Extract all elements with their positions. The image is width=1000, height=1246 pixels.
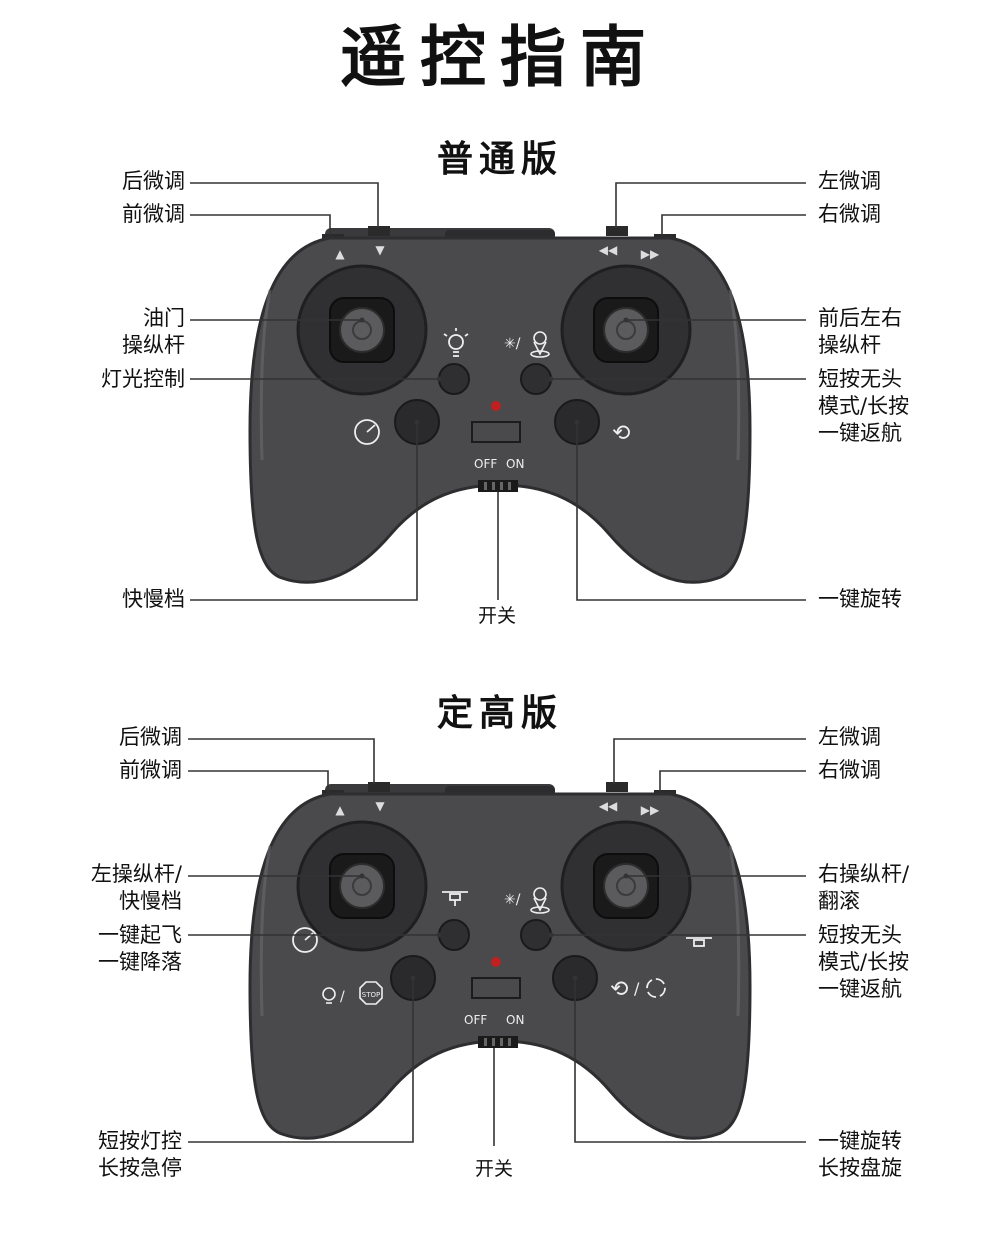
right-stick (603, 863, 649, 909)
speedometer-icon (292, 927, 318, 953)
switch-on-label: ON (506, 1013, 524, 1027)
bulb-icon (443, 328, 469, 357)
section-altitude-hold: 定高版 ▲ ▼ ◀◀ ▶▶ OFF ON (0, 686, 1000, 1246)
drone-icon (442, 891, 468, 906)
power-led (491, 957, 501, 967)
up-arrow-icon: ▲ (335, 247, 345, 261)
leader-lines (190, 182, 806, 601)
left-arrow-icon: ◀◀ (599, 799, 618, 813)
headless-button (520, 363, 552, 395)
right-trim-label: 右微调 (818, 758, 881, 782)
down-arrow-icon: ▼ (375, 799, 385, 813)
svg-text:✳/: ✳/ (504, 892, 521, 908)
right-stick (603, 307, 649, 353)
light-control-label: 灯光控制 (101, 367, 185, 391)
throttle-stick-label: 油门操纵杆 (122, 306, 185, 357)
svg-text:⟲: ⟲ (610, 977, 628, 1002)
left-trim-label: 左微调 (818, 725, 881, 749)
left-trim-button (606, 226, 628, 236)
switch-off-label: OFF (474, 457, 497, 471)
bulb-stop-icon: / STOP (322, 981, 383, 1005)
left-stick (339, 863, 385, 909)
takeoff-land-button (438, 919, 470, 951)
display-window (471, 977, 521, 999)
switch-on-label: ON (506, 457, 524, 471)
light-button (438, 363, 470, 395)
drone-side-icon (686, 937, 712, 947)
front-trim-label: 前微调 (119, 758, 182, 782)
left-trim-button (606, 782, 628, 792)
left-trim-label: 左微调 (818, 169, 881, 193)
rear-trim-button (368, 226, 390, 236)
power-switch-label: 开关 (478, 605, 517, 627)
headless-label: 短按无头模式/长按一键返航 (818, 923, 910, 1001)
direction-stick-label: 前后左右操纵杆 (818, 306, 902, 357)
down-arrow-icon: ▼ (375, 243, 385, 257)
svg-text:/: / (340, 989, 345, 1005)
rotate-hover-label: 一键旋转长按盘旋 (818, 1129, 902, 1180)
rotate-icon: ⟲ (612, 421, 630, 446)
light-stop-label: 短按灯控 长按急停 (98, 1129, 182, 1180)
right-stick-label: 右操纵杆/翻滚 (818, 862, 910, 913)
rear-trim-label: 后微调 (119, 725, 182, 749)
takeoff-land-label: 一键起飞 一键降落 (98, 923, 182, 974)
svg-text:STOP: STOP (362, 991, 380, 999)
section-title: 普通版 (436, 139, 563, 180)
rear-trim-label: 后微调 (122, 169, 185, 193)
compass-location-icon: ✳/ (504, 331, 550, 358)
right-trim-label: 右微调 (818, 202, 881, 226)
section-standard: 普通版 ▲ ▼ ◀◀ ▶▶ OF (0, 130, 1000, 690)
rotate-circle-icon: ⟲ / (610, 977, 666, 1002)
display-window (471, 421, 521, 443)
power-led (491, 401, 501, 411)
page-title: 遥控指南 (340, 19, 660, 96)
headless-button (520, 919, 552, 951)
controller-diagram: ▲ ▼ ◀◀ ▶▶ OFF ON ✳/ (188, 738, 806, 1146)
headless-label: 短按无头模式/长按一键返航 (818, 367, 910, 445)
rotate-label: 一键旋转 (818, 587, 902, 611)
left-stick (339, 307, 385, 353)
leader-lines (188, 738, 806, 1146)
left-arrow-icon: ◀◀ (599, 243, 618, 257)
svg-text:⟲: ⟲ (612, 421, 630, 446)
left-stick-label: 左操纵杆/快慢档 (90, 862, 182, 913)
svg-text:/: / (634, 979, 640, 998)
front-trim-label: 前微调 (122, 202, 185, 226)
svg-text:✳/: ✳/ (504, 336, 521, 352)
section-title: 定高版 (436, 693, 563, 734)
speedometer-icon (354, 419, 380, 445)
right-arrow-icon: ▶▶ (641, 247, 660, 261)
power-switch-label: 开关 (475, 1158, 514, 1180)
switch-off-label: OFF (464, 1013, 487, 1027)
compass-location-icon: ✳/ (504, 887, 550, 914)
controller-diagram: ▲ ▼ ◀◀ ▶▶ OFF ON ✳/ (190, 182, 806, 601)
rear-trim-button (368, 782, 390, 792)
up-arrow-icon: ▲ (335, 803, 345, 817)
right-arrow-icon: ▶▶ (641, 803, 660, 817)
speed-label: 快慢档 (122, 587, 185, 611)
